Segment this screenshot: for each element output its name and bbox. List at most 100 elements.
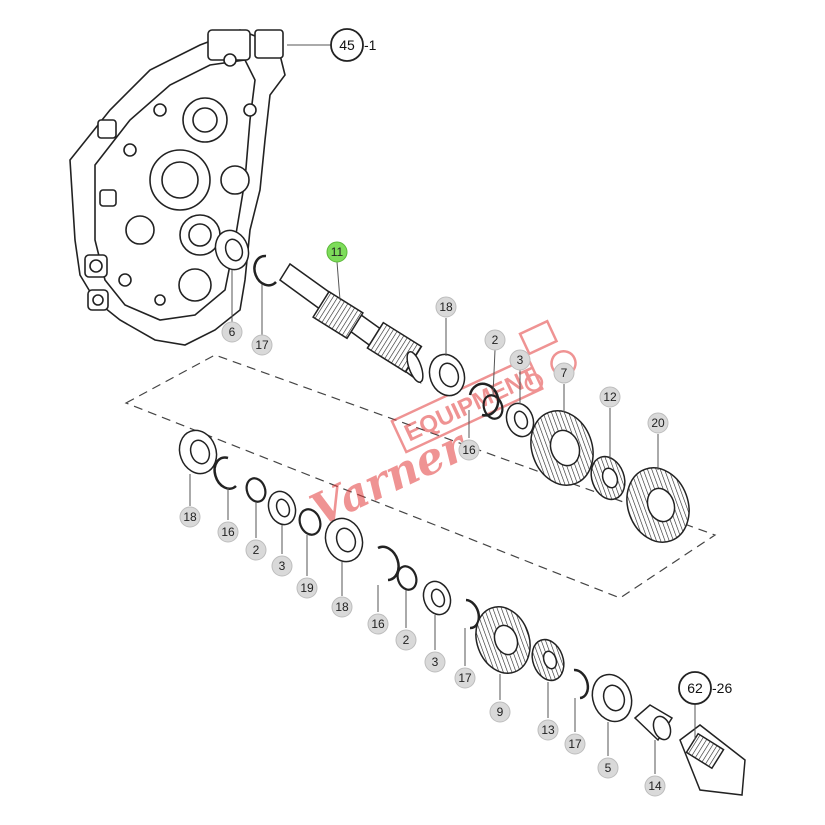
part-badge-p13[interactable]: 13 [537, 719, 559, 741]
part-badge-p9[interactable]: 9 [489, 701, 511, 723]
part-badge-p16b[interactable]: 16 [217, 521, 239, 543]
part-badge-circle [553, 362, 575, 384]
bearing-18-lower-a[interactable] [174, 425, 223, 479]
part-badge-label: 20 [651, 416, 665, 430]
part-badge-p3c[interactable]: 3 [424, 651, 446, 673]
part-badge-circle [564, 733, 586, 755]
part-badge-p2b[interactable]: 2 [245, 539, 267, 561]
part-badge-circle [537, 719, 559, 741]
part-badge-label: 9 [497, 705, 504, 719]
part-badge-label: 7 [561, 366, 568, 380]
callout-shaft-end[interactable]: 62 -26 [678, 671, 732, 705]
part-badge-label: 16 [221, 525, 235, 539]
part-badge-p16c[interactable]: 16 [367, 613, 389, 635]
gear-12[interactable] [585, 452, 630, 504]
exploded-group-outline [124, 354, 717, 599]
part-badge-label: 17 [458, 671, 472, 685]
part-badge-p17a[interactable]: 17 [251, 334, 273, 356]
part-badge-label: 17 [255, 338, 269, 352]
part-badge-circle [296, 577, 318, 599]
snap-ring-17[interactable] [253, 254, 277, 287]
snap-ring-17-lower-a[interactable] [465, 598, 481, 630]
part-badge-circle [221, 321, 243, 343]
part-badge-circle [217, 521, 239, 543]
part-badge-p17c[interactable]: 17 [564, 733, 586, 755]
transmission-housing[interactable] [69, 29, 286, 346]
gear-7[interactable] [521, 402, 603, 494]
part-badge-p12[interactable]: 12 [599, 386, 621, 408]
washer-2-lower-a[interactable] [243, 476, 268, 505]
main-shaft-11[interactable] [278, 262, 426, 384]
part-badge-p14[interactable]: 14 [644, 775, 666, 797]
snap-ring-16-lower-b[interactable] [377, 545, 400, 582]
gear-20[interactable] [617, 459, 699, 551]
part-badge-label: 19 [300, 581, 314, 595]
snap-ring-17-lower-b[interactable] [573, 668, 590, 700]
part-badge-circle [484, 329, 506, 351]
svg-text:62: 62 [687, 680, 703, 696]
part-badge-label: 14 [648, 779, 662, 793]
bearing-3-lower-b[interactable] [419, 578, 455, 619]
snap-ring-16-lower-a[interactable] [213, 456, 237, 490]
part-badge-label: 16 [462, 443, 476, 457]
bearing-3-upper[interactable] [502, 400, 538, 441]
part-badge-circle [644, 775, 666, 797]
svg-text:-26: -26 [712, 680, 732, 696]
part-badge-p2c[interactable]: 2 [395, 629, 417, 651]
watermark-text: Varner [303, 419, 477, 536]
part-badge-p6[interactable]: 6 [221, 321, 243, 343]
part-badge-circle [179, 506, 201, 528]
part-badge-p2a[interactable]: 2 [484, 329, 506, 351]
washer-2-upper[interactable] [480, 393, 505, 422]
bearing-3-lower-a[interactable] [264, 488, 300, 529]
needle-bearing-14[interactable] [633, 704, 674, 742]
part-badge-p5[interactable]: 5 [597, 757, 619, 779]
part-badge-circle [251, 334, 273, 356]
part-badge-circle [647, 412, 669, 434]
part-badge-p18b[interactable]: 18 [179, 506, 201, 528]
bearing-18-upper[interactable] [424, 349, 470, 400]
gear-9[interactable] [467, 599, 539, 681]
part-badge-label: 3 [432, 655, 439, 669]
part-badge-circle [424, 651, 446, 673]
part-badge-label: 18 [439, 300, 453, 314]
part-badge-label: 18 [335, 600, 349, 614]
part-badge-p11[interactable]: 11 [326, 241, 348, 263]
part-badge-circle [599, 386, 621, 408]
part-badge-circle [454, 667, 476, 689]
svg-text:45: 45 [339, 37, 355, 53]
part-badge-label: 2 [492, 333, 499, 347]
part-badge-circle [435, 296, 457, 318]
washer-19[interactable] [296, 506, 324, 537]
part-badge-p18a[interactable]: 18 [435, 296, 457, 318]
part-badge-p20[interactable]: 20 [647, 412, 669, 434]
bearing-18-lower-b[interactable] [320, 513, 369, 567]
part-badge-p3b[interactable]: 3 [271, 555, 293, 577]
bearing-5[interactable] [586, 669, 638, 727]
part-badge-label: 6 [229, 325, 236, 339]
callout-housing[interactable]: 45 -1 [330, 28, 377, 62]
seal-6[interactable] [210, 226, 254, 275]
snap-ring-16-upper[interactable] [468, 382, 500, 417]
part-badge-p19[interactable]: 19 [296, 577, 318, 599]
part-badge-p3a[interactable]: 3 [509, 349, 531, 371]
part-badge-circle [331, 596, 353, 618]
part-badge-label: 18 [183, 510, 197, 524]
part-badge-circle [367, 613, 389, 635]
part-badge-label: 3 [279, 559, 286, 573]
part-badge-label: 5 [605, 761, 612, 775]
part-badge-p16a[interactable]: 16 [458, 439, 480, 461]
part-badge-p7[interactable]: 7 [553, 362, 575, 384]
part-badge-circle [509, 349, 531, 371]
part-badge-circle [271, 555, 293, 577]
gear-13[interactable] [527, 635, 570, 685]
part-badge-label: 3 [517, 353, 524, 367]
part-badge-label: 16 [371, 617, 385, 631]
part-badge-circle [245, 539, 267, 561]
output-shaft-end[interactable] [679, 724, 746, 796]
part-badge-p18c[interactable]: 18 [331, 596, 353, 618]
part-badge-p17b[interactable]: 17 [454, 667, 476, 689]
washer-2-lower-b[interactable] [394, 564, 419, 593]
